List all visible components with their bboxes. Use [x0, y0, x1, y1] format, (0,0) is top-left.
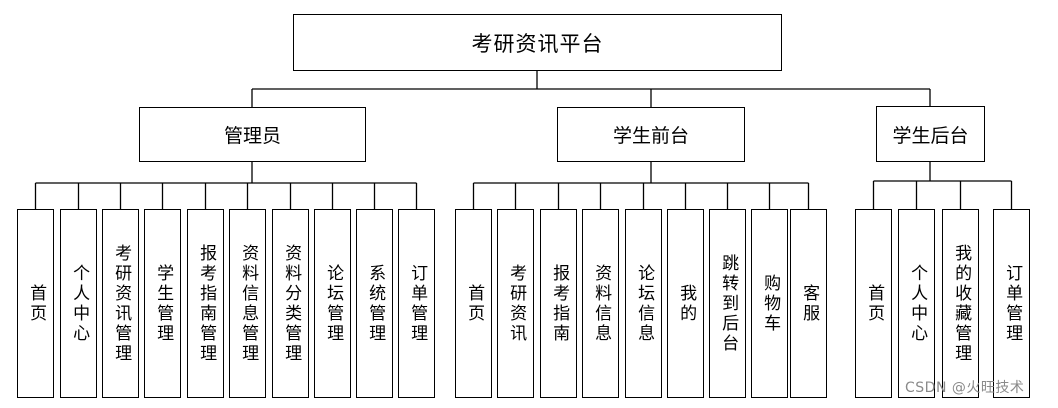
leaf-node: 首页 [17, 209, 54, 398]
leaf-label: 考研资讯 [506, 263, 527, 344]
leaf-node: 论坛信息 [625, 209, 662, 398]
root-node: 考研资讯平台 [293, 14, 782, 71]
group-node-student-front: 学生前台 [557, 107, 745, 162]
leaf-label: 报考指南管理 [196, 243, 217, 364]
group-label-student-front: 学生前台 [612, 125, 689, 147]
group-node-admin: 管理员 [139, 107, 366, 162]
leaf-label: 学生管理 [153, 263, 174, 344]
group-node-student-back: 学生后台 [876, 106, 985, 162]
leaf-node: 首页 [455, 209, 492, 398]
leaf-label: 资料分类管理 [281, 243, 302, 364]
leaf-node: 考研资讯 [497, 209, 534, 398]
leaf-node: 报考指南管理 [187, 209, 224, 398]
leaf-label: 订单管理 [407, 263, 428, 344]
leaf-node: 资料分类管理 [272, 209, 309, 398]
group-label-admin: 管理员 [223, 125, 281, 147]
leaf-label: 我的 [676, 283, 697, 324]
leaf-label: 论坛管理 [323, 263, 344, 344]
group-label-student-back: 学生后台 [892, 124, 969, 147]
leaf-node: 资料信息管理 [229, 209, 266, 398]
leaf-label: 首页 [26, 283, 47, 324]
root-label: 考研资讯平台 [471, 31, 604, 56]
leaf-node: 个人中心 [898, 209, 935, 398]
leaf-label: 我的收藏管理 [951, 243, 972, 364]
leaf-label: 资料信息管理 [238, 243, 259, 364]
leaf-label: 跳转到后台 [718, 253, 739, 354]
leaf-label: 系统管理 [365, 263, 386, 344]
leaf-node: 首页 [855, 209, 892, 398]
leaf-node: 我的收藏管理 [942, 209, 979, 398]
leaf-label: 首页 [464, 283, 485, 324]
leaf-node: 论坛管理 [314, 209, 351, 398]
leaf-node: 个人中心 [60, 209, 97, 398]
leaf-node: 购物车 [751, 209, 788, 398]
leaf-label: 首页 [864, 283, 885, 324]
leaf-label: 报考指南 [549, 263, 570, 344]
leaf-node: 报考指南 [540, 209, 577, 398]
leaf-node: 我的 [667, 209, 704, 398]
leaf-node: 资料信息 [582, 209, 619, 398]
leaf-node: 跳转到后台 [709, 209, 746, 398]
leaf-label: 订单管理 [1002, 263, 1023, 344]
leaf-node: 考研资讯管理 [102, 209, 139, 398]
leaf-label: 客服 [799, 283, 820, 324]
leaf-label: 考研资讯管理 [111, 243, 132, 364]
leaf-label: 个人中心 [69, 263, 90, 344]
leaf-label: 购物车 [760, 273, 781, 334]
leaf-node: 学生管理 [144, 209, 181, 398]
watermark: CSDN @火旺技术 [905, 380, 1025, 396]
leaf-label: 个人中心 [907, 263, 928, 344]
leaf-node: 订单管理 [993, 209, 1030, 398]
leaf-label: 论坛信息 [634, 263, 655, 344]
leaf-node: 订单管理 [398, 209, 435, 398]
leaf-node: 系统管理 [356, 209, 393, 398]
leaf-label: 资料信息 [591, 263, 612, 344]
leaf-node: 客服 [790, 209, 827, 398]
